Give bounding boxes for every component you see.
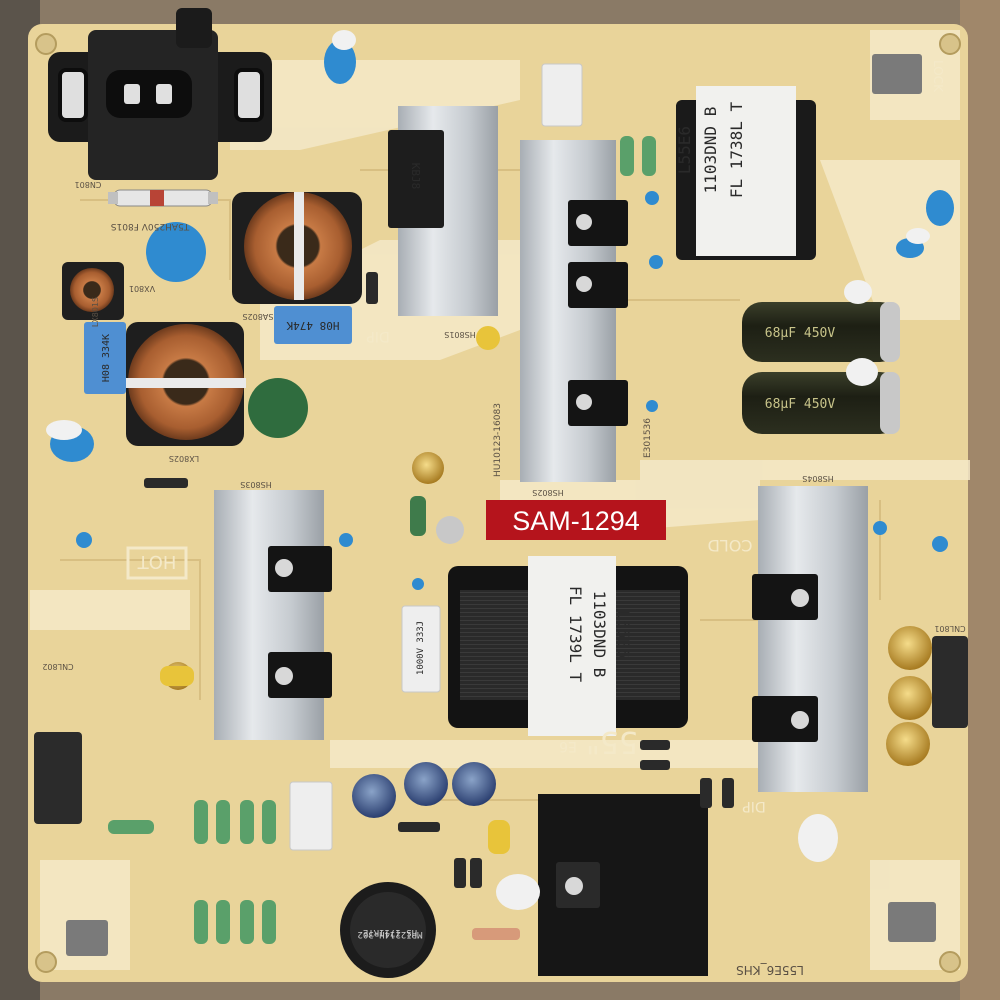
ac-inlet-label: CN801 [75,180,102,189]
transformer-2-line3: FL 1739L T [566,586,585,683]
bulk-capacitor-2: 68µF 450V [742,372,900,434]
small-common-mode-choke [62,262,124,320]
lock-label: LOCK [931,60,945,93]
hot-zone-box [126,546,188,580]
small-components [76,191,948,940]
transformer-1-line1: L55E6 [675,126,694,174]
fuse-label: T5AH250V F801S [111,221,191,231]
secondary-heatsink [752,486,868,792]
hot-zone-label: HOT [137,551,177,572]
film-cap-label: 1000V 333J [416,621,426,675]
pfc-transformer: L55E6 1103DND B FL 1738L T [675,86,816,260]
dip-right-label: DIP [742,798,765,814]
bulk-capacitor-1: 68µF 450V [742,302,900,362]
watermark-label: SAM-1294 [512,506,640,536]
y-capacitor-glue [46,30,930,440]
x2-capacitor-2: H08 334K [84,322,126,394]
inductor-label: MPI2214H-302 [357,929,422,939]
model-code: L55E6_KHS [736,963,804,977]
varistor-label: VX801 [129,284,155,293]
heatsink-2-label: HS802S [532,488,563,497]
inductor-label-2: HS 1711RTE [363,927,417,937]
dip-left-label: DIP [366,328,389,344]
heatsink-3-label: HS803S [240,480,271,489]
primary-heatsink [214,490,332,740]
size-suffix: E6 [559,738,577,754]
part-no-label: HU10123-16083 [493,403,503,477]
y-capacitors [50,40,954,462]
cold-zone-label: COLD [708,536,753,555]
transformer-1-line2: 1103DND B [701,107,720,194]
size-mark: 55" [586,724,638,759]
x2-cap-2-label: H08 334K [101,334,112,382]
bridge-heatsink: KBJ8 [388,106,498,316]
resistor-array [108,136,656,944]
small-electrolytic-caps-gold [164,452,932,766]
cap-glue-blobs [844,280,878,386]
pfc-heatsink [520,140,628,482]
standby-inductor: MPI2214H-302 HS 1711RTE [340,882,436,978]
sa-cap-label: SA802S [242,312,273,321]
common-mode-choke-2 [126,322,246,446]
heatsink-1-label: HS801S [444,330,475,339]
small-electrolytic-caps-blue [352,762,496,818]
x2-cap-1-label: H08 474K [286,319,339,332]
ac-inlet-connector [48,8,272,180]
output-connectors [34,636,968,824]
watermark-tag: SAM-1294 [486,500,666,540]
reg-cert-label: E301536 [643,418,653,458]
main-transformer: L55E6 1103DND B FL 1739L T [448,556,688,736]
ntc-thermistor [248,378,308,438]
ground-clips [66,54,936,956]
choke-1-label: LX801S [91,297,100,327]
transformer-1-line3: FL 1738L T [727,101,746,198]
cn-left-label: CNL802 [42,662,73,671]
choke-2-label: LX802S [169,454,199,463]
bulk-cap-1-rating: 68µF 450V [765,326,836,341]
bulk-cap-2-rating: 68µF 450V [765,397,836,412]
fuse [108,189,218,207]
transformer-2-line1: L55E6 [614,610,633,658]
x2-capacitor-1: H08 474K [274,306,352,344]
cn-right-label: CNL801 [934,624,965,633]
bridge-label: KBJ8 [409,163,422,190]
common-mode-choke-1 [232,192,362,304]
film-capacitors [289,63,583,851]
heatsink-4-label: HS804S [802,474,833,483]
transformer-2-line2: 1103DND B [590,591,609,678]
mounting-holes [35,33,961,973]
output-heatsink [496,794,708,976]
